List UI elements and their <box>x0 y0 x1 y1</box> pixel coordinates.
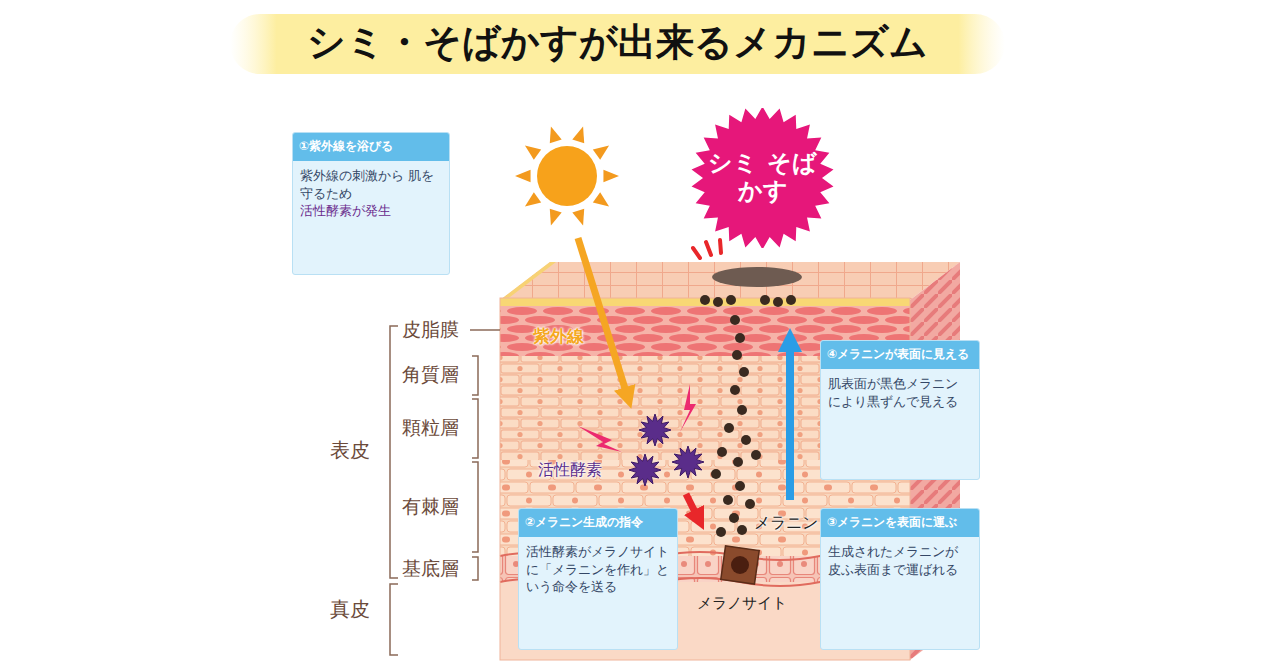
part-label: メラニン <box>754 513 818 532</box>
melanin-dot <box>730 315 740 325</box>
radical-star <box>639 414 671 446</box>
melanin-dot <box>760 295 770 305</box>
starburst-shape <box>692 108 834 248</box>
melanin-dot <box>745 499 755 509</box>
melanin-dot <box>716 527 726 537</box>
lightning <box>680 384 696 432</box>
layer-label: 有棘層 <box>402 495 459 518</box>
radical-star <box>672 446 704 478</box>
melanin-dot <box>717 447 727 457</box>
sun <box>515 127 619 226</box>
melanin-dot <box>735 333 745 343</box>
melanin-dot <box>786 295 796 305</box>
melanin-dot <box>773 297 783 307</box>
skin-block <box>500 262 960 300</box>
part-label: メラノサイト <box>697 594 787 612</box>
title: シミ・そばかすが出来るメカニズム <box>307 20 928 66</box>
melanin-dot <box>711 469 721 479</box>
layer-label: 基底層 <box>402 557 459 580</box>
layer-label: 皮脂膜 <box>402 318 459 341</box>
spot <box>712 267 802 287</box>
melanin-dot <box>739 367 749 377</box>
step-heading: ④メラニンが表面に見える <box>821 341 979 369</box>
sun <box>515 170 531 183</box>
command-arrow <box>686 494 699 520</box>
melanin-dot <box>751 450 761 460</box>
step-heading: ②メラニン生成の指令 <box>519 509 677 537</box>
transport-arrow <box>786 340 794 500</box>
spot <box>693 240 802 287</box>
command-arrow <box>686 494 699 520</box>
melanin-dot <box>713 297 723 307</box>
melanin-dot <box>726 295 736 305</box>
melanin-dot <box>724 423 734 433</box>
sun <box>572 127 584 144</box>
layer-bracket <box>472 462 478 552</box>
title-banner <box>230 14 1005 74</box>
layer-bracket <box>390 326 500 655</box>
melanin-dot <box>729 513 739 523</box>
layer-bracket <box>390 584 398 655</box>
sun <box>515 127 619 226</box>
radical-star <box>629 414 704 486</box>
step-body: 活性酵素が発生 <box>293 202 449 220</box>
layer-label: 真皮 <box>330 597 370 621</box>
melanocyte <box>731 556 749 574</box>
step-body: 生成されたメラニンが 皮ふ表面まで運ばれる <box>821 537 979 579</box>
sun <box>593 192 609 206</box>
lightning <box>578 426 622 452</box>
sun <box>525 145 541 159</box>
step-box: ①紫外線を浴びる紫外線の刺激から 肌を守るため活性酵素が発生 <box>292 132 450 275</box>
lightning <box>578 384 696 452</box>
melanin-dot <box>735 481 745 491</box>
sun <box>550 209 562 226</box>
sun <box>593 145 609 159</box>
part-label: 紫外線 <box>533 326 584 346</box>
melanin-dot <box>737 405 747 415</box>
layer-bracket <box>390 326 398 578</box>
transport-arrow <box>790 340 791 500</box>
melanin-dot <box>732 350 742 360</box>
layer-label: 顆粒層 <box>402 416 459 439</box>
melanocyte <box>721 546 759 584</box>
step-body: 紫外線の刺激から 肌を守るため <box>293 161 449 203</box>
uv-arrow <box>578 238 628 398</box>
radical-star <box>629 454 661 486</box>
spot <box>693 240 721 258</box>
layer-label: 角質層 <box>402 363 459 386</box>
layer-bracket <box>472 557 478 580</box>
sun <box>572 209 584 226</box>
step-box: ③メラニンを表面に運ぶ生成されたメラニンが 皮ふ表面まで運ばれる <box>820 508 980 650</box>
uv-arrow <box>578 238 628 398</box>
melanin-dot <box>723 495 733 505</box>
melanin-dot <box>700 295 796 537</box>
layer-bracket <box>472 356 478 395</box>
melanocyte <box>721 546 759 584</box>
skin-block <box>500 262 556 300</box>
step-body: 肌表面が黒色メラニン により黒ずんで見える <box>821 369 979 411</box>
layer-bracket <box>472 399 478 458</box>
sun <box>603 170 619 183</box>
sun <box>525 192 541 206</box>
melanin-dot <box>700 295 710 305</box>
melanin-dot <box>733 457 743 467</box>
step-body: 活性酵素がメラノサイト に「メラニンを作れ」と いう命令を送る <box>519 537 677 597</box>
step-heading: ③メラニンを表面に運ぶ <box>821 509 979 537</box>
melanin-dot <box>741 435 751 445</box>
part-label: 活性酵素 <box>538 460 602 479</box>
layer-bracket <box>470 329 500 331</box>
result-text: シミ そばかす <box>708 150 818 205</box>
title-banner <box>230 14 1005 74</box>
result-burst: シミ そばかす <box>690 108 835 248</box>
step-box: ④メラニンが表面に見える肌表面が黒色メラニン により黒ずんで見える <box>820 340 980 480</box>
sun <box>550 127 562 144</box>
sun <box>537 146 597 206</box>
step-heading: ①紫外線を浴びる <box>293 133 449 161</box>
melanin-dot <box>730 385 740 395</box>
step-box: ②メラニン生成の指令活性酵素がメラノサイト に「メラニンを作れ」と いう命令を送… <box>518 508 678 650</box>
layer-label: 表皮 <box>330 438 370 462</box>
melanin-dot <box>737 525 747 535</box>
